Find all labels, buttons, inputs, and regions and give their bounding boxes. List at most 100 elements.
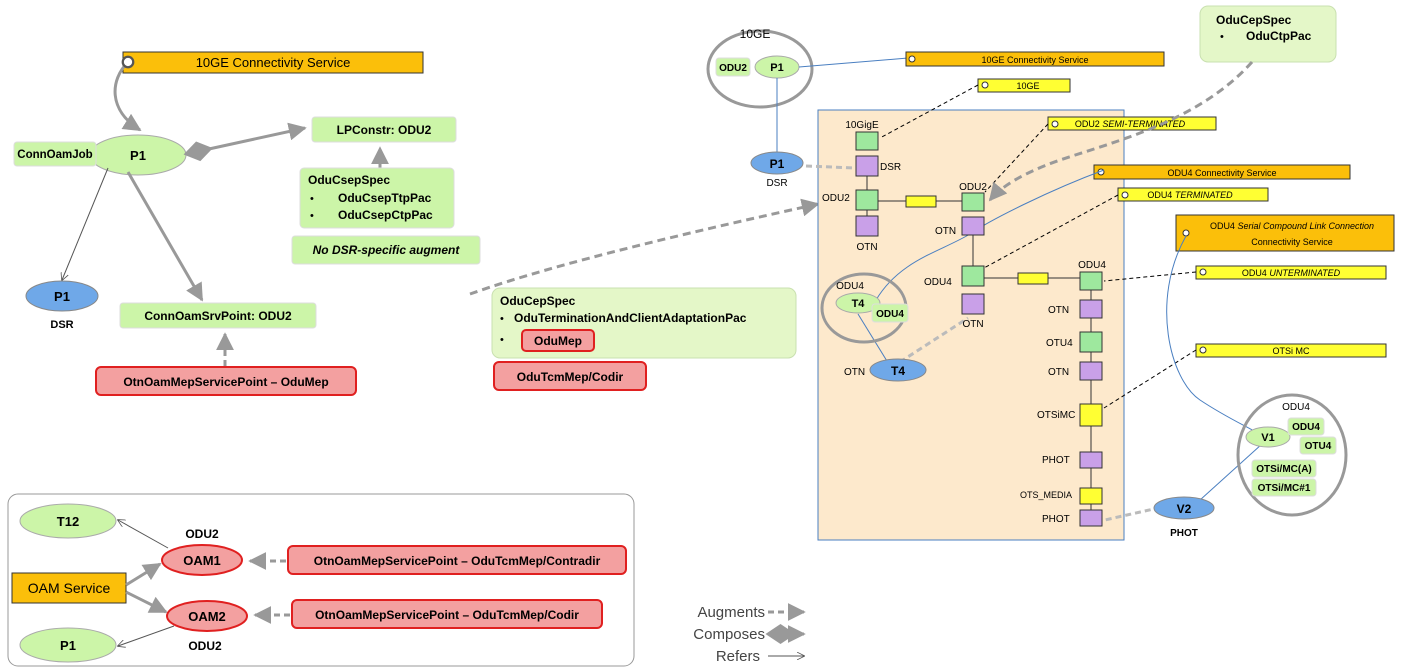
10ge-group-circle <box>706 29 814 109</box>
sp-codir-box[interactable] <box>291 599 603 629</box>
conn-oam-job-box[interactable] <box>13 141 97 167</box>
no-dsr-box[interactable] <box>291 235 481 265</box>
odu4-unterm-label: ODU4 <box>1242 268 1267 278</box>
scl-line2: Connectivity Service <box>1251 237 1333 247</box>
unterminated-label: UNTERMINATED <box>1269 268 1340 278</box>
odumep-box[interactable] <box>521 329 595 352</box>
gige-node[interactable] <box>855 131 879 151</box>
augments-ctp <box>988 60 1254 202</box>
phot1-node[interactable] <box>1079 451 1103 469</box>
odu2-left-node[interactable] <box>855 189 879 211</box>
10ge-conn-label: 10GE Connectivity Service <box>981 55 1088 65</box>
dash-10ge <box>879 84 979 139</box>
odu-cep-spec-bullet: • <box>1220 31 1224 43</box>
otn3-node[interactable] <box>961 293 985 315</box>
otn4-node[interactable] <box>1079 299 1103 319</box>
v1-label: V1 <box>1261 432 1274 444</box>
otsimc-node[interactable] <box>1079 403 1103 427</box>
otn-t4-label: OTN <box>844 367 865 378</box>
tcm-box[interactable] <box>493 361 647 391</box>
odu2-right-label: ODU2 <box>959 182 987 193</box>
csep-bullet-1: • <box>310 193 314 205</box>
v2-ellipse[interactable] <box>1153 496 1215 520</box>
phot1-label: PHOT <box>1042 455 1070 466</box>
oam2-ellipse[interactable] <box>166 600 248 632</box>
odu2-semi-dot <box>1051 120 1059 128</box>
scl-curve <box>1166 235 1263 437</box>
mep-sp-box[interactable] <box>95 366 357 396</box>
csep-box[interactable] <box>299 167 455 229</box>
otn5-node[interactable] <box>1079 361 1103 381</box>
terminated-label: TERMINATED <box>1175 190 1233 200</box>
odu4-a-node[interactable] <box>961 265 985 287</box>
otn2-node[interactable] <box>961 216 985 236</box>
oam-service-box[interactable] <box>11 572 127 604</box>
otn2-label: OTN <box>935 226 956 237</box>
oam-group: T12 ODU2 OAM1 OAM Service OAM2 ODU2 P1 O… <box>7 493 635 667</box>
10ge-label-dot <box>981 81 989 89</box>
odu2-semi-text: ODU2 SEMI-TERMINATED <box>1075 119 1186 129</box>
odu2-right-node[interactable] <box>961 192 985 212</box>
ots-media-node[interactable] <box>1079 487 1103 505</box>
no-dsr-label: No DSR-specific augment <box>313 243 461 257</box>
v1-otsimc1-tag[interactable] <box>1251 478 1317 497</box>
refers-line <box>62 167 109 280</box>
odu4-pipe[interactable] <box>1017 272 1049 285</box>
oam2-label: OAM2 <box>188 609 226 624</box>
ots-media-label: OTS_MEDIA <box>1020 490 1072 500</box>
oam1-label: OAM1 <box>183 553 221 568</box>
refers-p1 <box>118 625 175 646</box>
t12-ellipse[interactable] <box>19 503 117 539</box>
cep-bullet-2: • <box>500 334 504 346</box>
p1-dsr-label: P1 <box>54 289 70 304</box>
mep-sp-label: OtnOamMepServicePoint – OduMep <box>123 375 328 389</box>
srv-point-box[interactable] <box>119 302 317 329</box>
v1-otu4-tag[interactable] <box>1299 436 1337 455</box>
odu4-term-box[interactable] <box>1117 187 1269 202</box>
scl-box[interactable] <box>1175 214 1395 252</box>
t4-ellipse[interactable] <box>835 292 881 314</box>
t4-odu4-tag[interactable] <box>871 303 909 323</box>
otsimc-label: OTSi MC <box>1273 346 1310 356</box>
v1-otu4-label: OTU4 <box>1305 441 1332 452</box>
p1-dsr-blue-ellipse[interactable] <box>750 151 804 175</box>
augments-p1-dsr <box>805 164 857 170</box>
odu4-term-dot <box>1121 191 1129 199</box>
odu4-b-node[interactable] <box>1079 271 1103 291</box>
p1-oam-ellipse[interactable] <box>19 627 117 663</box>
left-group: 10GE Connectivity Service P1 ConnOamJob … <box>13 51 481 396</box>
odu4-unterm-text: ODU4 UNTERMINATED <box>1242 268 1341 278</box>
lpconstr-box[interactable] <box>311 116 457 143</box>
v1-otsimca-tag[interactable] <box>1251 459 1317 478</box>
odu4-conn-box[interactable] <box>1093 164 1351 180</box>
semi-terminated-label: SEMI-TERMINATED <box>1102 119 1185 129</box>
odu2-bottom-label: ODU2 <box>188 639 222 653</box>
phot2-label: PHOT <box>1042 514 1070 525</box>
lpconstr-label: LPConstr: ODU2 <box>337 123 432 137</box>
10ge-conn-box[interactable] <box>905 51 1165 67</box>
odu4-group-label: ODU4 <box>1282 402 1310 413</box>
otu4-node[interactable] <box>1079 331 1103 353</box>
odu2-semi-box[interactable] <box>1047 116 1217 131</box>
cep-item-1: OduTerminationAndClientAdaptationPac <box>514 311 747 325</box>
10ge-label: 10GE <box>1016 81 1039 91</box>
p1-dsr-ellipse[interactable] <box>25 280 99 312</box>
dash-semi <box>984 123 1049 193</box>
t4-b-label: T4 <box>891 364 905 378</box>
srv-point-label: ConnOamSrvPoint: ODU2 <box>144 309 292 323</box>
t4-b-ellipse[interactable] <box>869 358 927 382</box>
sp-contra-box[interactable] <box>287 545 627 575</box>
odu2-pipe[interactable] <box>905 195 937 208</box>
composes-arrow <box>113 55 142 132</box>
dsr-port-node[interactable] <box>855 155 879 177</box>
oam1-ellipse[interactable] <box>161 544 243 576</box>
phot2-node[interactable] <box>1079 509 1103 527</box>
10ge-conn-dot <box>908 55 916 63</box>
legend-composes: Composes <box>693 626 765 643</box>
odu-cep-spec-box[interactable] <box>1199 5 1337 63</box>
otn1-node[interactable] <box>855 215 879 237</box>
v1-ellipse[interactable] <box>1245 426 1291 448</box>
odu2-tag[interactable] <box>715 57 751 77</box>
dsr-blue-label: DSR <box>766 178 787 189</box>
v1-odu4-tag[interactable] <box>1287 417 1325 436</box>
